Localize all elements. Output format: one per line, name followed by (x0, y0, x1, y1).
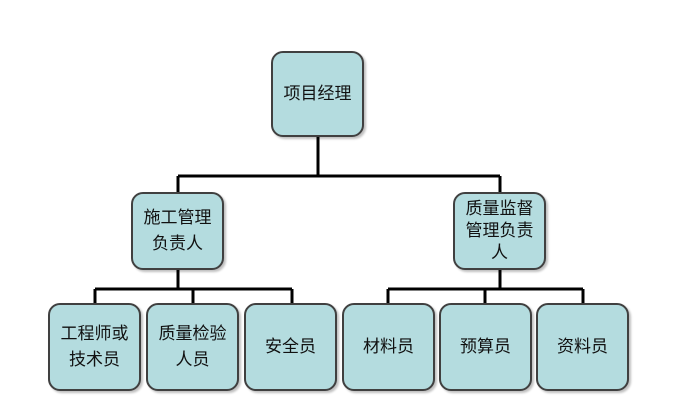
node-label: 项目经理 (283, 84, 352, 104)
node-label: 材料员 (363, 337, 414, 357)
node-quality-supervision-manager: 质量监督 管理负责 人 (453, 192, 546, 270)
node-label: 安全员 (265, 337, 316, 357)
node-label: 预算员 (460, 337, 511, 357)
node-project-manager: 项目经理 (271, 51, 364, 137)
node-engineer: 工程师或 技术员 (48, 303, 141, 391)
node-label: 质量检验 人员 (158, 324, 227, 370)
node-label: 施工管理 负责人 (143, 208, 212, 254)
node-label: 工程师或 技术员 (60, 324, 129, 370)
node-label: 资料员 (557, 337, 608, 357)
node-construction-manager: 施工管理 负责人 (131, 192, 224, 270)
node-safety-officer: 安全员 (244, 303, 337, 391)
node-budget-officer: 预算员 (439, 303, 532, 391)
node-materials-officer: 材料员 (342, 303, 435, 391)
node-label: 质量监督 管理负责 人 (465, 199, 534, 263)
node-quality-inspector: 质量检验 人员 (146, 303, 239, 391)
node-documents-officer: 资料员 (536, 303, 629, 391)
